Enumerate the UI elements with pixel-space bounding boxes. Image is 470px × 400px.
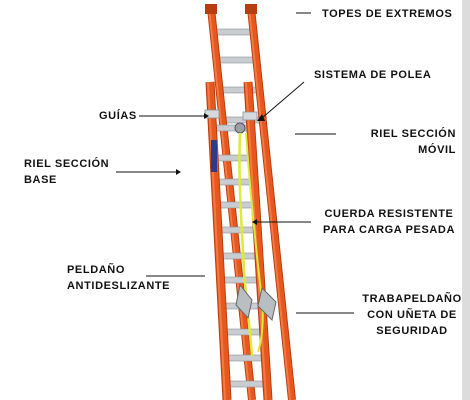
base-rung (223, 328, 265, 336)
arrow-riel-base (176, 169, 181, 175)
label-cuerda-resistente: CUERDA RESISTENTE PARA CARGA PESADA (322, 208, 456, 236)
base-rail-left (206, 81, 231, 400)
rope-return (245, 132, 264, 353)
fly-rung (216, 56, 257, 64)
leader-lines (116, 12, 354, 314)
rope-main (238, 132, 254, 357)
base-rung (217, 226, 258, 234)
rung-lock-left (235, 283, 253, 320)
fly-rail-right (248, 7, 295, 400)
arrow-cuerda (252, 219, 257, 225)
guide-bracket-right (242, 111, 258, 121)
label-sistema-de-polea: SISTEMA DE POLEA (314, 69, 432, 81)
fly-rung (213, 28, 254, 36)
rail-sticker (211, 140, 217, 172)
base-rung (224, 354, 266, 362)
label-topes-de-extremos: TOPES DE EXTREMOS (322, 8, 453, 20)
arrow-guias (204, 113, 209, 119)
end-cap-right (245, 4, 257, 14)
end-cap-left (205, 4, 217, 14)
label-riel-seccion-movil: RIEL SECCIÓN MÓVIL (370, 128, 456, 156)
base-rung (215, 178, 255, 186)
label-trabapeldano: TRABAPELDAÑO CON UÑETA DE SEGURIDAD (362, 293, 462, 337)
base-rung (220, 276, 261, 284)
base-rung (216, 201, 257, 209)
fly-rung (219, 86, 260, 94)
base-rung (219, 252, 260, 260)
label-guias: GUÍAS (99, 110, 137, 122)
rung-lock-right (257, 287, 277, 321)
base-rail-left-highlight (207, 81, 226, 400)
page-edge-shadow (462, 0, 470, 400)
ladder-hardware (204, 4, 277, 357)
fly-rail-right-highlight (248, 7, 291, 400)
leader-polea (261, 81, 305, 119)
label-riel-seccion-base: RIEL SECCIÓN BASE (24, 158, 110, 186)
base-rail-right (244, 81, 272, 400)
label-peldano-antideslizante: PELDAÑO ANTIDESLIZANTE (67, 264, 171, 292)
arrow-polea (257, 114, 265, 121)
pulley-wheel (234, 122, 246, 134)
base-rung (225, 380, 268, 388)
